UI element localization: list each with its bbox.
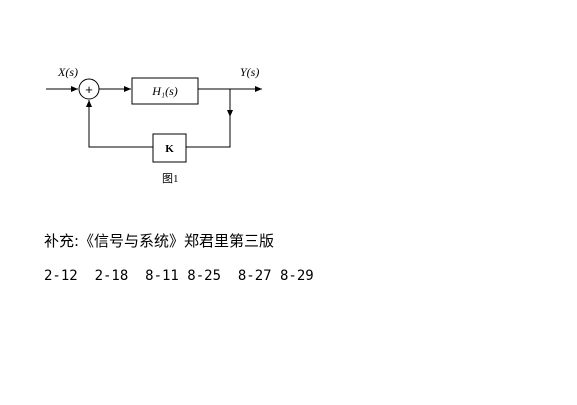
feedback-block-label: K bbox=[165, 143, 174, 155]
exercise-list: 2-12 2-18 8-11 8-25 8-27 8-29 bbox=[44, 268, 314, 284]
block-diagram: + H₁(s) K X(s) Y(s) 图1 bbox=[46, 65, 262, 185]
supplement-note: 补充:《信号与系统》郑君里第三版 bbox=[44, 232, 275, 250]
output-label: Y(s) bbox=[240, 65, 259, 79]
input-label: X(s) bbox=[57, 65, 78, 79]
feedback-block bbox=[152, 133, 187, 163]
summing-sign: + bbox=[85, 82, 93, 97]
feedback-line-left bbox=[86, 100, 153, 148]
forward-block-label: H₁(s) bbox=[151, 84, 178, 98]
forward-block bbox=[131, 77, 199, 105]
feedback-line-right bbox=[186, 117, 231, 148]
figure-caption: 图1 bbox=[162, 172, 179, 185]
